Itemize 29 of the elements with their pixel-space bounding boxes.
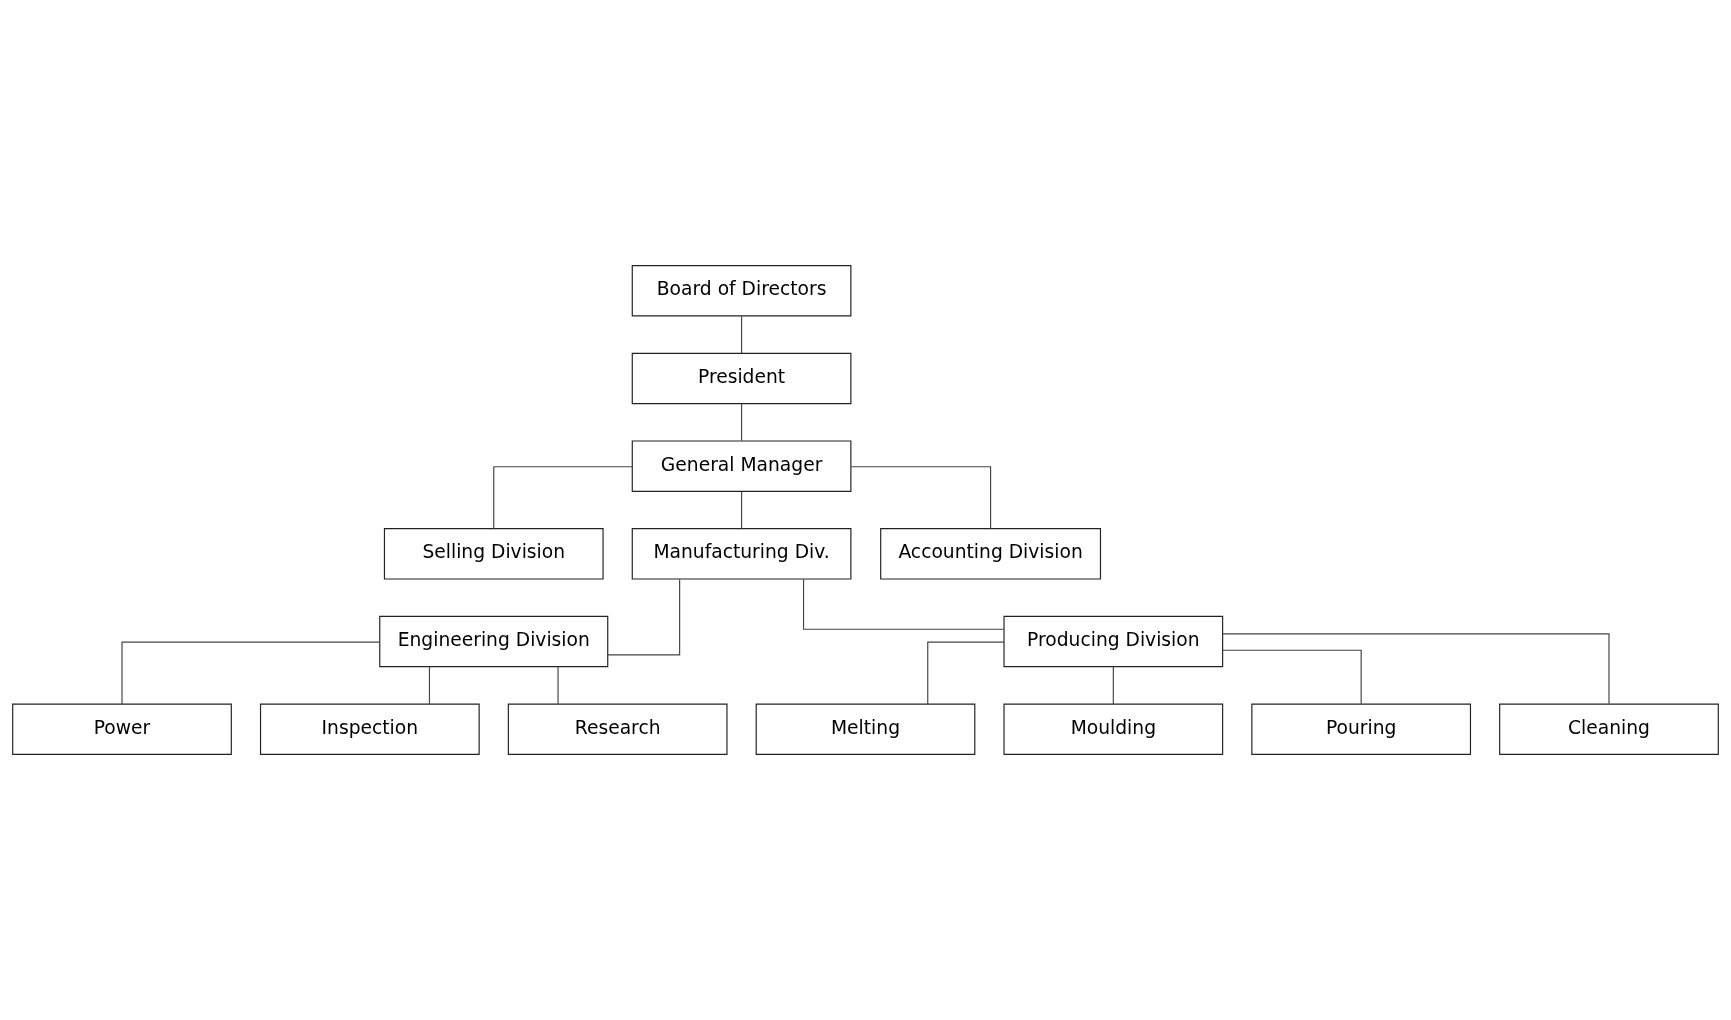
node-box: Melting	[755, 703, 976, 755]
connector	[557, 666, 559, 705]
node-box: Power	[12, 703, 232, 755]
connector	[850, 466, 992, 530]
connector	[1112, 666, 1114, 705]
node-box: Engineering Division	[379, 615, 609, 668]
node-box: Moulding	[1003, 703, 1224, 755]
connector	[741, 403, 743, 442]
connector	[1222, 649, 1362, 705]
connector	[927, 641, 1005, 705]
node-box: Cleaning	[1499, 703, 1719, 755]
connector	[607, 578, 681, 656]
connector	[741, 315, 743, 354]
connector	[121, 641, 381, 705]
connector	[1222, 633, 1610, 705]
node-box: Producing Division	[1003, 615, 1224, 668]
connector	[493, 466, 633, 530]
node-box: Accounting Division	[880, 528, 1102, 580]
connector	[428, 666, 431, 705]
node-box: President	[631, 352, 852, 405]
connector	[802, 578, 1005, 630]
node-box: Research	[507, 703, 728, 755]
connector	[741, 490, 743, 530]
node-box: Board of Directors	[631, 265, 852, 317]
node-box: Manufacturing Div.	[631, 528, 852, 580]
node-box: Selling Division	[383, 528, 604, 580]
node-box: Inspection	[259, 703, 480, 755]
node-box: Pouring	[1251, 703, 1472, 755]
node-box: General Manager	[631, 440, 852, 492]
